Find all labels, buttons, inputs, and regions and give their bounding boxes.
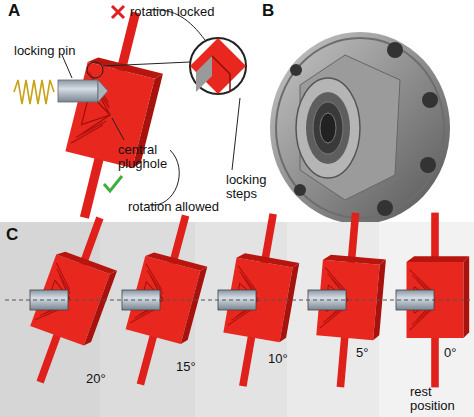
panel-letter: B bbox=[262, 2, 274, 21]
panel-letter: A bbox=[8, 2, 20, 21]
part-name: locking steps bbox=[226, 173, 276, 202]
annotation: rotation locked bbox=[130, 5, 215, 19]
panel-letter: C bbox=[6, 226, 18, 245]
part-name: rest position bbox=[410, 385, 470, 414]
angle-label: 15° bbox=[176, 360, 196, 374]
angle-label: 0° bbox=[444, 346, 456, 360]
angle-label: 5° bbox=[356, 346, 368, 360]
part-name: locking pin bbox=[14, 44, 75, 58]
angle-label: 20° bbox=[86, 372, 106, 386]
angle-label: 10° bbox=[268, 352, 288, 366]
annotation: rotation allowed bbox=[128, 200, 219, 214]
part-name: central plughole bbox=[118, 143, 180, 172]
